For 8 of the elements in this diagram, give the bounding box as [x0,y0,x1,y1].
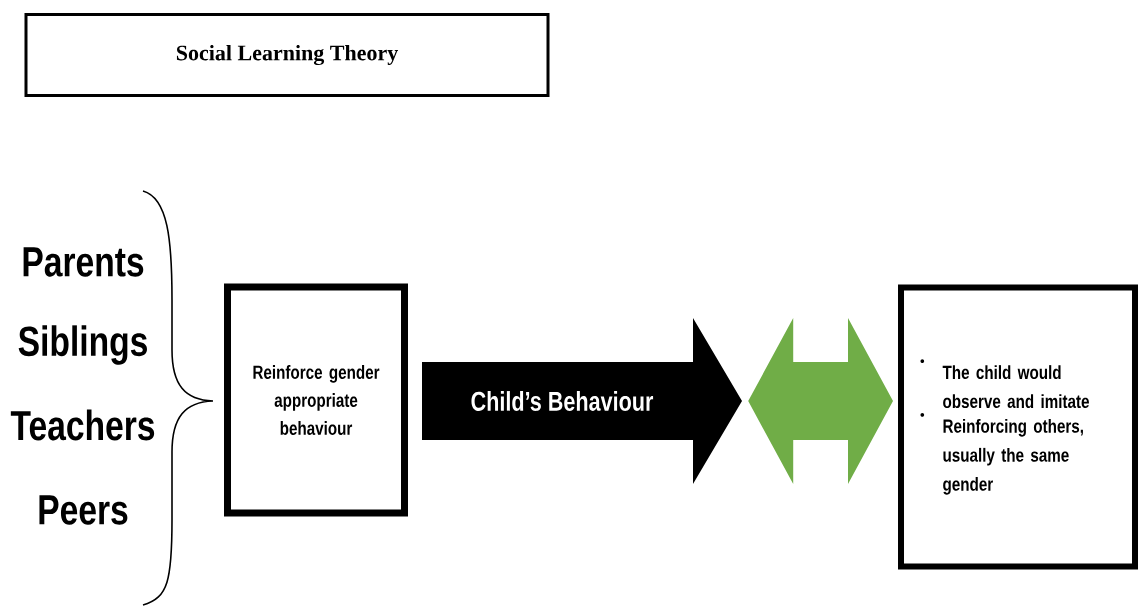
title-box: Social Learning Theory [24,13,550,97]
source-label: Siblings [18,325,147,365]
source-label: Peers [39,495,128,525]
source-label: Teachers [10,409,155,441]
text-box: The child would observe and imitate Reinforcing others, usually the same gender [898,284,1138,570]
process-box: Reinforce gender appropriate behaviour [224,283,408,517]
source-label: Parents [23,247,144,277]
double-arrow [748,318,893,484]
